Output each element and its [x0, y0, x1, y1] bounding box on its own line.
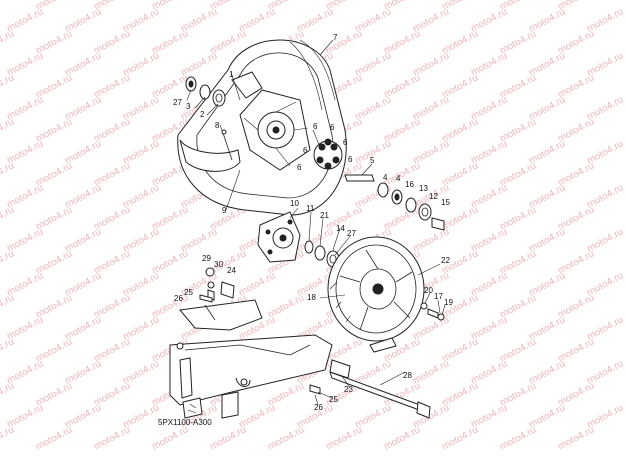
label-6a: 6: [330, 123, 335, 132]
swingarm: [169, 299, 333, 419]
watermark-text: moto4.ru: [266, 424, 306, 452]
watermark-text: moto4.ru: [92, 424, 132, 452]
label-25b: 25: [329, 395, 338, 404]
label-9: 9: [222, 206, 227, 215]
wheel-cut-section: [179, 71, 311, 172]
label-23: 23: [344, 385, 353, 394]
leader-lines: [186, 39, 446, 406]
label-22: 22: [441, 256, 450, 265]
label-3: 3: [186, 102, 191, 111]
label-6c: 6: [348, 155, 353, 164]
watermark-text: moto4.ru: [382, 424, 422, 452]
label-17: 17: [434, 292, 443, 301]
label-24: 24: [227, 266, 236, 275]
sprocket-hub: [257, 211, 340, 268]
axle: [309, 359, 431, 419]
label-6b: 6: [343, 138, 348, 147]
label-26b: 26: [314, 403, 323, 412]
label-19: 19: [444, 298, 453, 307]
label-21: 21: [320, 211, 329, 220]
label-8: 8: [215, 121, 220, 130]
label-15: 15: [441, 198, 450, 207]
label-1: 1: [229, 70, 234, 79]
label-25a: 25: [184, 288, 193, 297]
hub-damper: [313, 138, 343, 170]
left-bearings: [185, 76, 233, 161]
label-11: 11: [306, 204, 315, 213]
label-2: 2: [200, 110, 205, 119]
label-30: 30: [214, 260, 223, 269]
label-4a: 4: [383, 173, 388, 182]
rear-sprocket-wheel: [327, 236, 425, 353]
watermark-text: moto4.ru: [34, 424, 74, 452]
label-10: 10: [290, 199, 299, 208]
label-5: 5: [370, 156, 375, 165]
label-7: 7: [333, 33, 338, 42]
watermark-text: moto4.ru: [208, 424, 248, 452]
label-28: 28: [403, 371, 412, 380]
adjuster-block-left: [199, 267, 235, 303]
label-16: 16: [405, 180, 414, 189]
label-4b: 4: [396, 174, 401, 183]
watermark-text: moto4.ru: [0, 0, 16, 13]
axle-spacers-right: [344, 174, 445, 231]
label-29: 29: [202, 254, 211, 263]
label-18: 18: [307, 293, 316, 302]
part-number-labels: 1 2 3 4 4 5 6 6 6 6 6 6 7 8 9 10 11 12 1…: [173, 33, 453, 412]
label-13: 13: [419, 184, 428, 193]
label-14: 14: [336, 224, 345, 233]
watermark-text: moto4.ru: [440, 424, 480, 452]
watermark-text: moto4.ru: [150, 424, 190, 452]
label-6f: 6: [297, 163, 302, 172]
label-20: 20: [424, 286, 433, 295]
label-27b: 27: [347, 229, 356, 238]
watermark-text: moto4.ru: [498, 424, 538, 452]
watermark-text: moto4.ru: [556, 424, 596, 452]
label-27a: 27: [173, 98, 182, 107]
adjuster-hardware: [420, 302, 445, 321]
label-6d: 6: [313, 122, 318, 131]
label-6e: 6: [303, 146, 308, 155]
label-12: 12: [429, 192, 438, 201]
drawing-code: 5PX1100-A300: [158, 418, 212, 427]
watermark-text: moto4.ru: [324, 424, 364, 452]
label-26a: 26: [174, 294, 183, 303]
